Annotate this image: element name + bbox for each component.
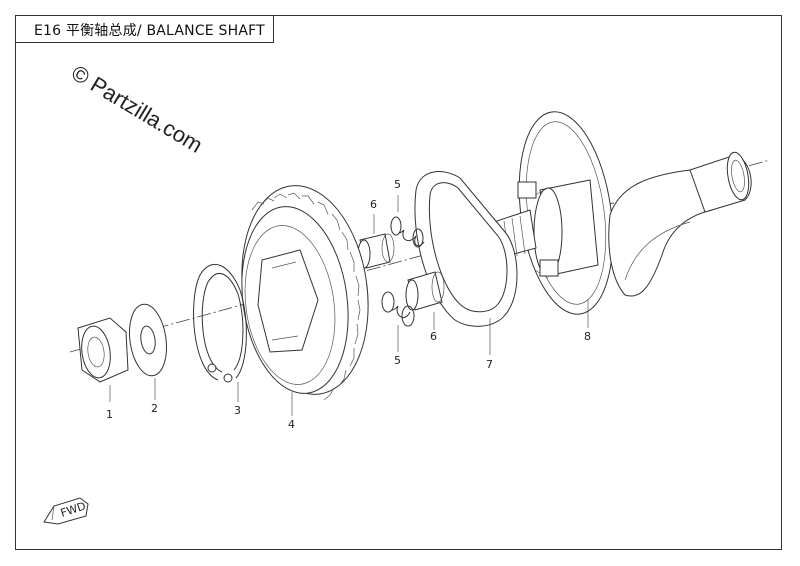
leader-lines [109,195,589,416]
spring-upper [390,216,425,248]
damper-pin-lower [405,271,445,311]
callout-2: 2 [151,402,158,415]
callout-1: 1 [106,408,113,421]
callout-5-upper: 5 [394,178,401,191]
drawing-frame [15,15,782,550]
washer [128,303,168,377]
callout-7: 7 [486,358,493,371]
callout-5-lower: 5 [394,354,401,367]
page-title: E16 平衡轴总成/ BALANCE SHAFT [34,23,265,39]
circlip [193,263,247,383]
spring-lower [381,291,415,327]
balance-shaft [437,111,752,315]
callout-4: 4 [288,418,295,431]
plate [414,171,518,327]
title-box [15,15,274,43]
gear-teeth [251,192,361,401]
fwd-arrow-icon: FWD [43,497,89,525]
callout-3: 3 [234,404,241,417]
callout-6-upper: 6 [370,198,377,211]
balance-gear [241,185,369,395]
callout-6-lower: 6 [430,330,437,343]
callout-8: 8 [584,330,591,343]
nut [77,317,129,383]
